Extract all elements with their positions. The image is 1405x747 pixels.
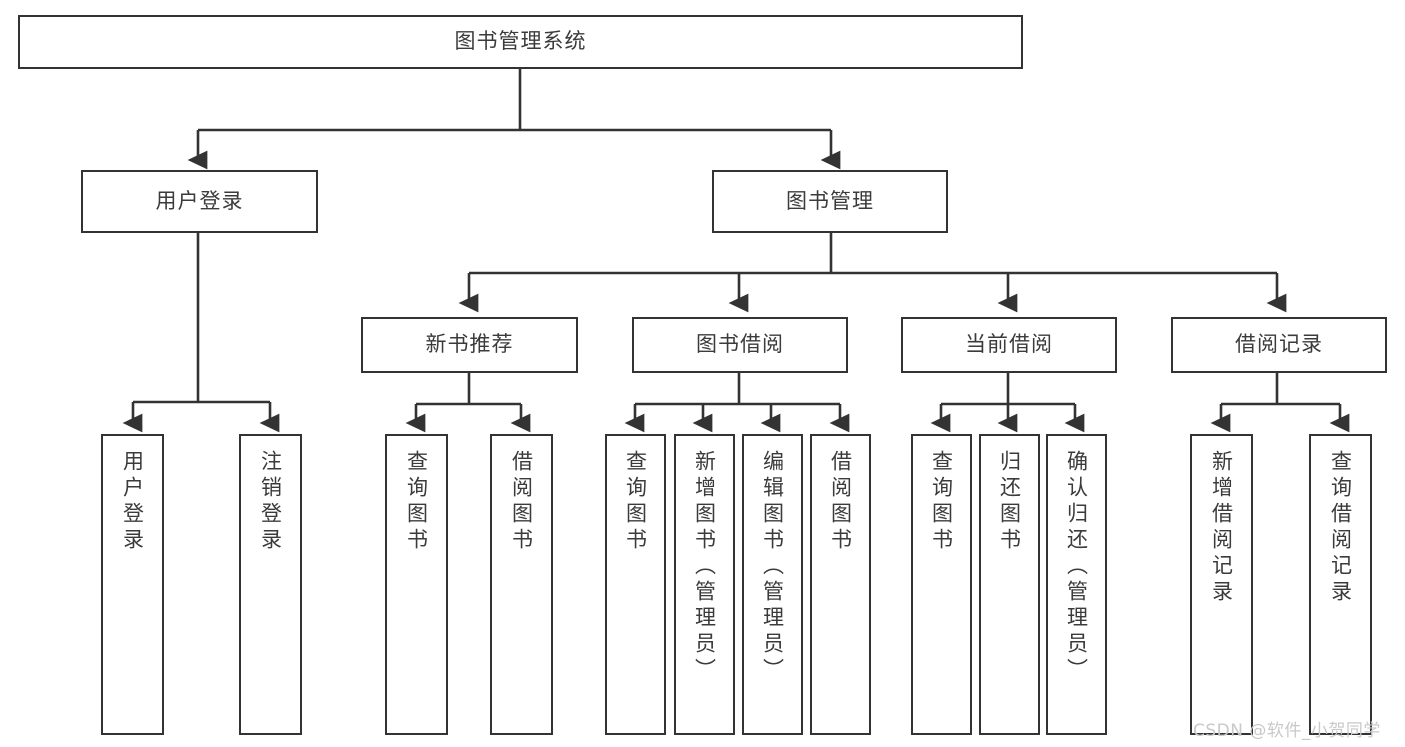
node-bookmgmt-label: 图书管理 [786,188,874,213]
node-leaf-add-book-admin[interactable]: 新增图书（管理员） [674,434,735,735]
node-current[interactable]: 当前借阅 [901,317,1117,373]
node-leaf-query-book-current-label: 查询图书 [929,450,954,554]
node-leaf-borrow-book-newbook-label: 借阅图书 [509,450,534,554]
node-leaf-query-borrow-record[interactable]: 查询借阅记录 [1309,434,1372,735]
node-leaf-borrow-book-newbook[interactable]: 借阅图书 [490,434,553,735]
csdn-watermark: CSDN @软件_小贺同学 [1193,721,1381,741]
node-records-label: 借阅记录 [1235,332,1323,357]
node-leaf-confirm-return-admin[interactable]: 确认归还（管理员） [1046,434,1107,735]
node-leaf-query-book-newbook[interactable]: 查询图书 [385,434,448,735]
node-current-label: 当前借阅 [965,332,1053,357]
node-login[interactable]: 用户登录 [81,170,318,233]
node-leaf-query-book-borrow-label: 查询图书 [623,450,648,554]
node-leaf-logout-label: 注销登录 [258,450,283,554]
node-leaf-query-book-borrow[interactable]: 查询图书 [605,434,666,735]
node-leaf-add-borrow-record[interactable]: 新增借阅记录 [1190,434,1253,735]
node-leaf-add-book-admin-label: 新增图书（管理员） [692,450,717,684]
node-leaf-confirm-return-admin-label: 确认归还（管理员） [1064,450,1089,684]
node-borrow[interactable]: 图书借阅 [632,317,848,373]
node-root-label: 图书管理系统 [454,29,587,54]
node-leaf-borrow-book-borrow-label: 借阅图书 [828,450,853,554]
node-leaf-edit-book-admin-label: 编辑图书（管理员） [760,450,785,684]
node-borrow-label: 图书借阅 [696,332,784,357]
node-leaf-borrow-book-borrow[interactable]: 借阅图书 [810,434,871,735]
node-bookmgmt[interactable]: 图书管理 [712,170,948,233]
node-newbook-label: 新书推荐 [425,332,514,357]
node-root[interactable]: 图书管理系统 [18,15,1023,69]
node-records[interactable]: 借阅记录 [1171,317,1387,373]
node-leaf-user-login-label: 用户登录 [120,450,145,554]
node-leaf-logout[interactable]: 注销登录 [239,434,302,735]
node-login-label: 用户登录 [155,188,244,213]
node-leaf-edit-book-admin[interactable]: 编辑图书（管理员） [742,434,803,735]
node-leaf-query-book-newbook-label: 查询图书 [404,450,429,554]
node-newbook[interactable]: 新书推荐 [361,317,578,373]
node-leaf-return-book-label: 归还图书 [997,450,1022,554]
node-leaf-query-book-current[interactable]: 查询图书 [911,434,972,735]
node-leaf-query-borrow-record-label: 查询借阅记录 [1328,450,1353,606]
node-leaf-return-book[interactable]: 归还图书 [979,434,1040,735]
node-leaf-add-borrow-record-label: 新增借阅记录 [1209,450,1234,606]
node-leaf-user-login[interactable]: 用户登录 [101,434,164,735]
